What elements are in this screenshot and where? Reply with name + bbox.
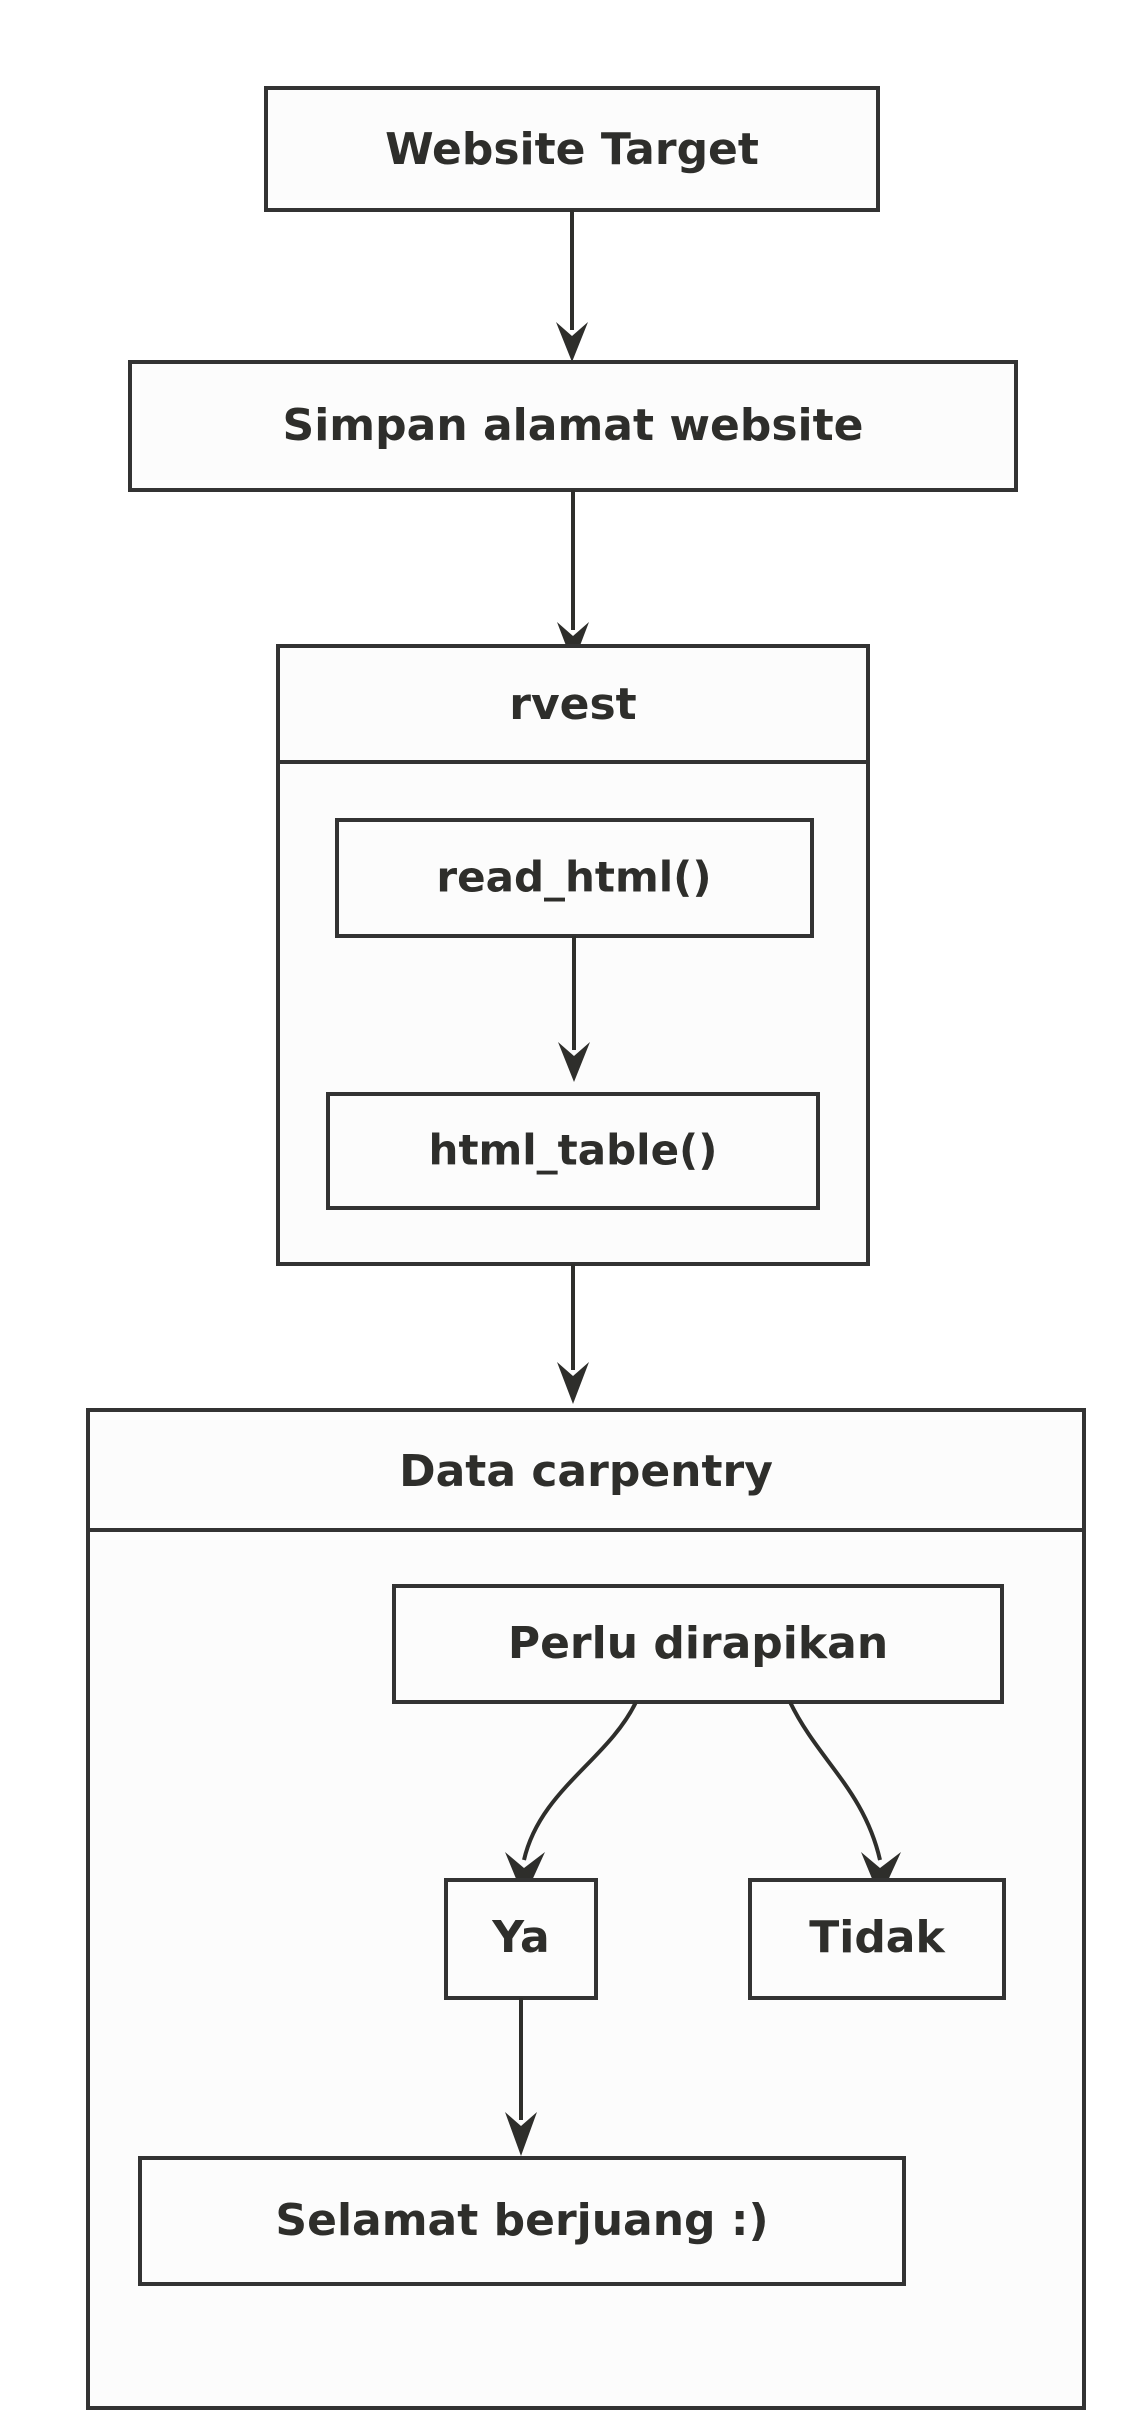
node-perlu-dirapikan-label: Perlu dirapikan — [508, 1618, 888, 1669]
node-read-html[interactable]: read_html() — [335, 818, 814, 938]
edge-rvest-to-data-carpentry — [557, 1264, 589, 1404]
cluster-rvest-title: rvest — [509, 679, 636, 730]
node-ya-label: Ya — [491, 1912, 550, 1963]
node-selamat-berjuang-label: Selamat berjuang :) — [275, 2195, 768, 2246]
node-selamat-berjuang[interactable]: Selamat berjuang :) — [138, 2156, 906, 2286]
node-website-target[interactable]: Website Target — [264, 86, 880, 212]
node-website-target-box — [264, 86, 880, 212]
edge-perlu-dirapikan-to-ya — [505, 1701, 638, 1898]
node-ya-box — [444, 1878, 598, 2000]
edge-website-target-to-simpan — [556, 210, 588, 362]
cluster-data-carpentry-title: Data carpentry — [399, 1446, 773, 1497]
node-simpan-alamat-website-label: Simpan alamat website — [283, 400, 864, 451]
node-perlu-dirapikan[interactable]: Perlu dirapikan — [392, 1584, 1004, 1704]
edge-perlu-dirapikan-to-tidak — [788, 1701, 901, 1898]
edge-ya-to-selamat — [505, 1998, 537, 2156]
node-perlu-dirapikan-box — [392, 1584, 1004, 1704]
node-html-table-label: html_table() — [429, 1126, 718, 1175]
node-html-table-box — [326, 1092, 820, 1210]
node-website-target-label: Website Target — [385, 124, 759, 175]
node-tidak-label: Tidak — [809, 1912, 946, 1963]
edge-read-html-to-html-table — [558, 936, 590, 1082]
node-tidak[interactable]: Tidak — [748, 1878, 1006, 2000]
node-html-table[interactable]: html_table() — [326, 1092, 820, 1210]
node-read-html-label: read_html() — [436, 853, 711, 902]
node-read-html-box — [335, 818, 814, 938]
node-tidak-box — [748, 1878, 1006, 2000]
edge-simpan-to-rvest — [557, 490, 589, 664]
node-simpan-alamat-website[interactable]: Simpan alamat website — [128, 360, 1018, 492]
node-simpan-alamat-website-box — [128, 360, 1018, 492]
node-ya[interactable]: Ya — [444, 1878, 598, 2000]
node-selamat-berjuang-box — [138, 2156, 906, 2286]
